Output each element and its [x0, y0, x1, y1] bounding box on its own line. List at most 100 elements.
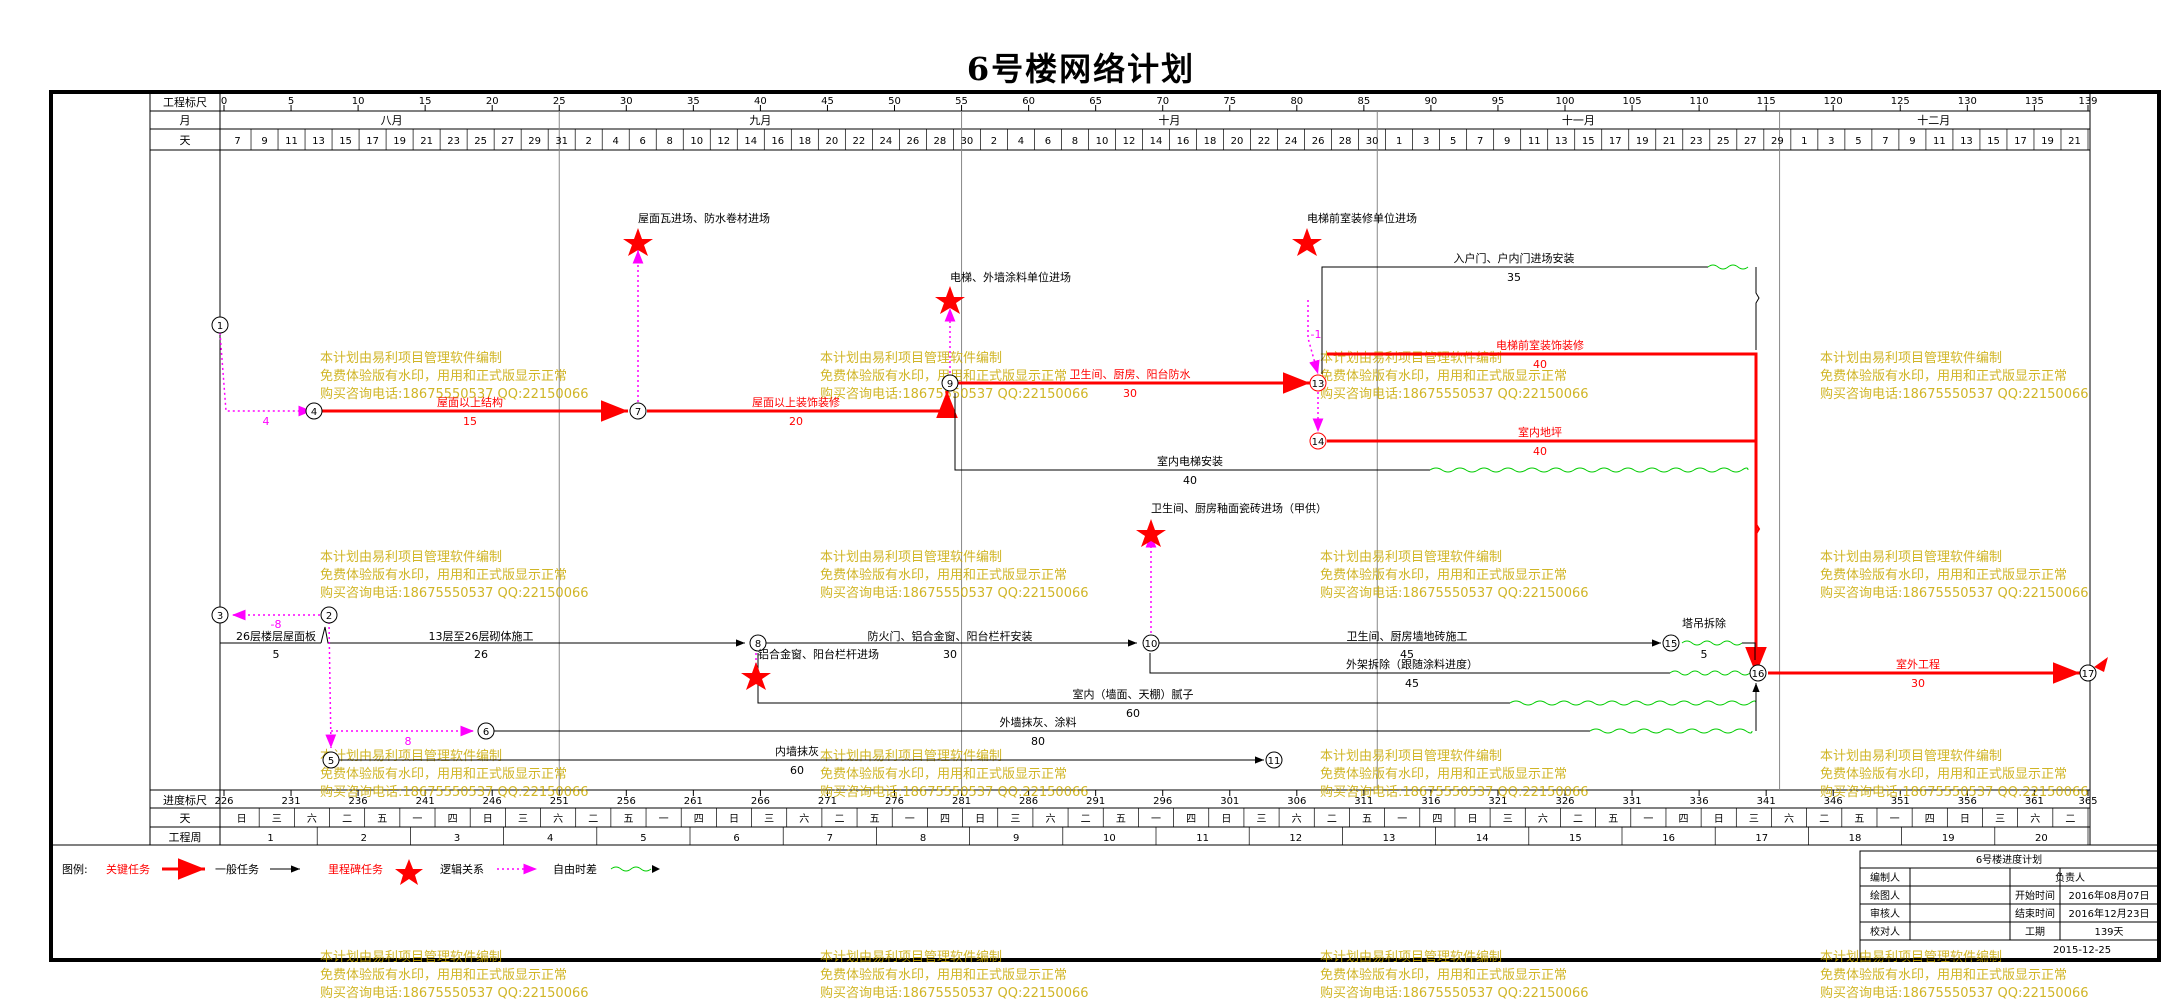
month-label: 十二月 [1917, 113, 1950, 127]
node-8[interactable] [749, 634, 767, 652]
weekday-label: 日 [1960, 814, 1970, 825]
node-label-17: 17 [2082, 669, 2095, 680]
header-label-day: 天 [180, 134, 191, 147]
task-t8-dur: 5 [273, 648, 280, 661]
weekday-label: 六 [553, 813, 563, 825]
weekday-label: 三 [1749, 814, 1759, 825]
watermark-text: 本计划由易利项目管理软件编制 [820, 749, 1002, 764]
day-label: 11 [285, 136, 298, 147]
watermark-text: 购买咨询电话:18675550537 QQ:22150066 [1820, 585, 2089, 601]
node-4[interactable] [305, 402, 323, 420]
task-line-t8 [219, 622, 321, 644]
week-label: 11 [1196, 833, 1209, 844]
info-label-duration: 工期 [2025, 926, 2045, 938]
day-label: 26 [1312, 136, 1325, 147]
info-duration-value: 139天 [2094, 927, 2123, 938]
node-6[interactable] [477, 722, 495, 740]
node-label-7: 7 [635, 407, 641, 418]
scale-tick-label: 110 [1690, 96, 1709, 107]
node-label-1: 1 [217, 321, 223, 332]
day-label: 7 [1477, 136, 1483, 147]
milestones [623, 228, 2108, 690]
weekday-label: 日 [237, 814, 247, 825]
milestone-star-m4 [1136, 519, 1166, 547]
footer-label-week: 工程周 [169, 831, 202, 844]
watermark-text: 免费体验版有水印，用用和正式版显示正常 [1820, 766, 2067, 782]
node-7[interactable] [629, 402, 647, 420]
node-label-13: 13 [1312, 379, 1325, 390]
day-label: 4 [1018, 136, 1024, 147]
task-t17-dur: 30 [1911, 677, 1925, 690]
node-17[interactable] [2079, 664, 2097, 682]
node-label-2: 2 [326, 611, 332, 622]
node-3[interactable] [211, 606, 229, 624]
task-t5-dur: 40 [1533, 445, 1547, 458]
day-label: 20 [825, 136, 838, 147]
node-13[interactable] [1309, 374, 1327, 392]
weekday-label: 五 [1116, 814, 1126, 825]
progress-tick-label: 256 [617, 796, 636, 807]
day-label: 28 [934, 136, 947, 147]
sheet-border [49, 90, 2161, 962]
weekday-label: 日 [483, 814, 493, 825]
legend-general: 一般任务 [215, 863, 259, 876]
week-label: 15 [1569, 833, 1582, 844]
milestone-star-m2 [935, 286, 965, 314]
task-line-t2b [936, 391, 958, 418]
page-title: 6号楼网络计划 [966, 50, 1196, 88]
task-t3-dur: 30 [1123, 387, 1137, 400]
info-label-checker: 校对人 [1870, 925, 1900, 938]
milestone-star-m3 [1292, 228, 1322, 256]
week-label: 1 [267, 833, 273, 844]
node-10[interactable] [1142, 634, 1160, 652]
footer-label-day: 天 [180, 812, 191, 825]
node-2[interactable] [320, 606, 338, 624]
weekday-label: 六 [307, 813, 317, 825]
progress-tick-label: 226 [214, 796, 233, 807]
progress-tick-label: 271 [818, 796, 837, 807]
logic-2-5 [325, 621, 337, 749]
node-5[interactable] [322, 751, 340, 769]
day-label: 25 [474, 136, 487, 147]
task-t16-dur: 60 [790, 764, 804, 777]
watermark-text: 本计划由易利项目管理软件编制 [820, 550, 1002, 565]
node-11[interactable] [1265, 751, 1283, 769]
node-9[interactable] [941, 374, 959, 392]
task-line-t13 [1149, 653, 1670, 674]
task-t3-name: 卫生间、厨房、阳台防水 [1070, 367, 1191, 381]
scale-tick-label: 45 [821, 96, 834, 107]
day-label: 14 [744, 136, 757, 147]
weekday-label: 日 [1468, 814, 1478, 825]
scale-tick-label: 55 [955, 96, 968, 107]
progress-tick-label: 241 [416, 796, 435, 807]
weekday-label: 三 [1257, 814, 1267, 825]
node-16[interactable] [1749, 664, 1767, 682]
day-label: 24 [1285, 136, 1298, 147]
week-label: 4 [547, 833, 553, 844]
task-line-t14-float [1509, 700, 1757, 706]
weekday-label: 三 [764, 814, 774, 825]
watermark-text: 购买咨询电话:18675550537 QQ:22150066 [820, 784, 1089, 800]
weekday-label: 五 [870, 814, 880, 825]
task-t10-dur: 30 [943, 648, 957, 661]
task-t4-dur: 40 [1533, 358, 1547, 371]
weekday-label: 四 [1186, 814, 1196, 825]
progress-tick-label: 356 [1958, 796, 1977, 807]
day-label: 30 [961, 136, 974, 147]
node-1[interactable] [211, 316, 229, 334]
legend: 图例: 关键任务 一般任务 里程碑任务 逻辑关系 自由时差 [62, 858, 660, 885]
node-14[interactable] [1309, 432, 1327, 450]
day-label: 6 [1045, 136, 1051, 147]
lag-l4: -1 [1311, 328, 1322, 341]
weekday-label: 一 [659, 814, 669, 825]
node-label-9: 9 [947, 379, 953, 390]
node-15[interactable] [1662, 634, 1680, 652]
task-t9-dur: 26 [474, 648, 488, 661]
weekday-label: 五 [1608, 814, 1618, 825]
scale-tick-label: 25 [553, 96, 566, 107]
week-label: 5 [640, 833, 646, 844]
task-line-t7-float [1429, 467, 1749, 473]
milestone-m3-label: 电梯前室装修单位进场 [1307, 211, 1417, 225]
progress-tick-label: 291 [1086, 796, 1105, 807]
